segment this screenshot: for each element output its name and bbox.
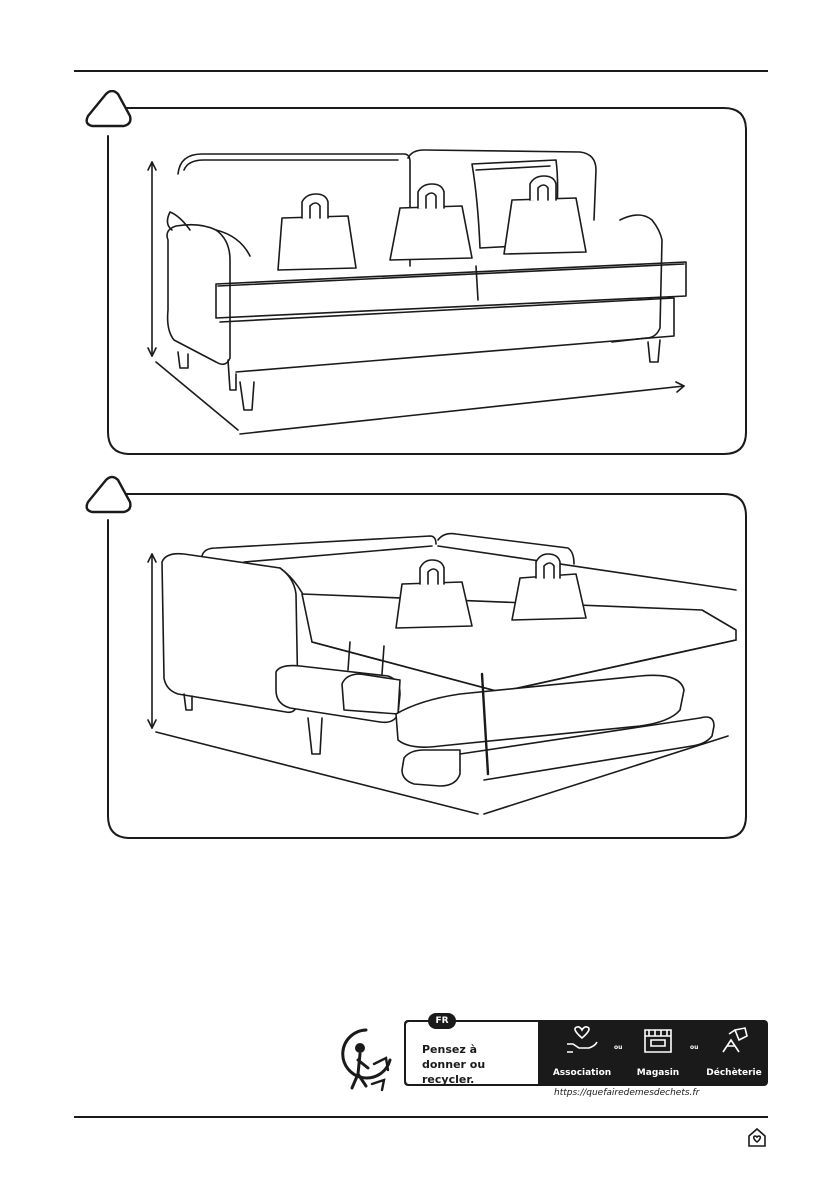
sofa-bed-illustration (162, 534, 736, 786)
separator-text: ou (690, 1044, 698, 1051)
recycling-url[interactable]: https://quefairedemesdechets.fr (554, 1088, 699, 1098)
store-icon (641, 1026, 675, 1054)
weight-icon (278, 194, 356, 270)
option-label: Déchèterie (694, 1068, 774, 1078)
weight-icon (396, 560, 472, 628)
weight-icon (512, 554, 586, 620)
warning-triangle-icon (87, 477, 131, 512)
option-magasin: Magasin (628, 1022, 688, 1084)
weight-icon (390, 184, 472, 260)
sofa-bed-weight-panel (80, 474, 752, 844)
recycling-info: FR Pensez à donner ou recycler. Associat… (338, 1014, 770, 1104)
country-badge: FR (428, 1013, 456, 1029)
bottom-divider (74, 1116, 768, 1118)
recycling-message-box: FR Pensez à donner ou recycler. (406, 1022, 538, 1084)
hand-heart-icon (565, 1026, 599, 1054)
option-label: Association (542, 1068, 622, 1078)
option-label: Magasin (618, 1068, 698, 1078)
warning-triangle-icon (87, 91, 131, 126)
recycling-center-icon (717, 1026, 751, 1054)
sofa-weight-panel (80, 90, 752, 460)
house-heart-icon (746, 1126, 768, 1148)
recycling-card: FR Pensez à donner ou recycler. Associat… (404, 1020, 768, 1086)
weight-icon (504, 176, 586, 254)
triman-recycling-icon (338, 1024, 394, 1096)
top-divider (74, 70, 768, 72)
dimension-arrows (148, 162, 684, 434)
option-association: Association (552, 1022, 612, 1084)
separator-text: ou (614, 1044, 622, 1051)
recycling-message: Pensez à donner ou recycler. (422, 1042, 538, 1087)
option-decheterie: Déchèterie (704, 1022, 764, 1084)
